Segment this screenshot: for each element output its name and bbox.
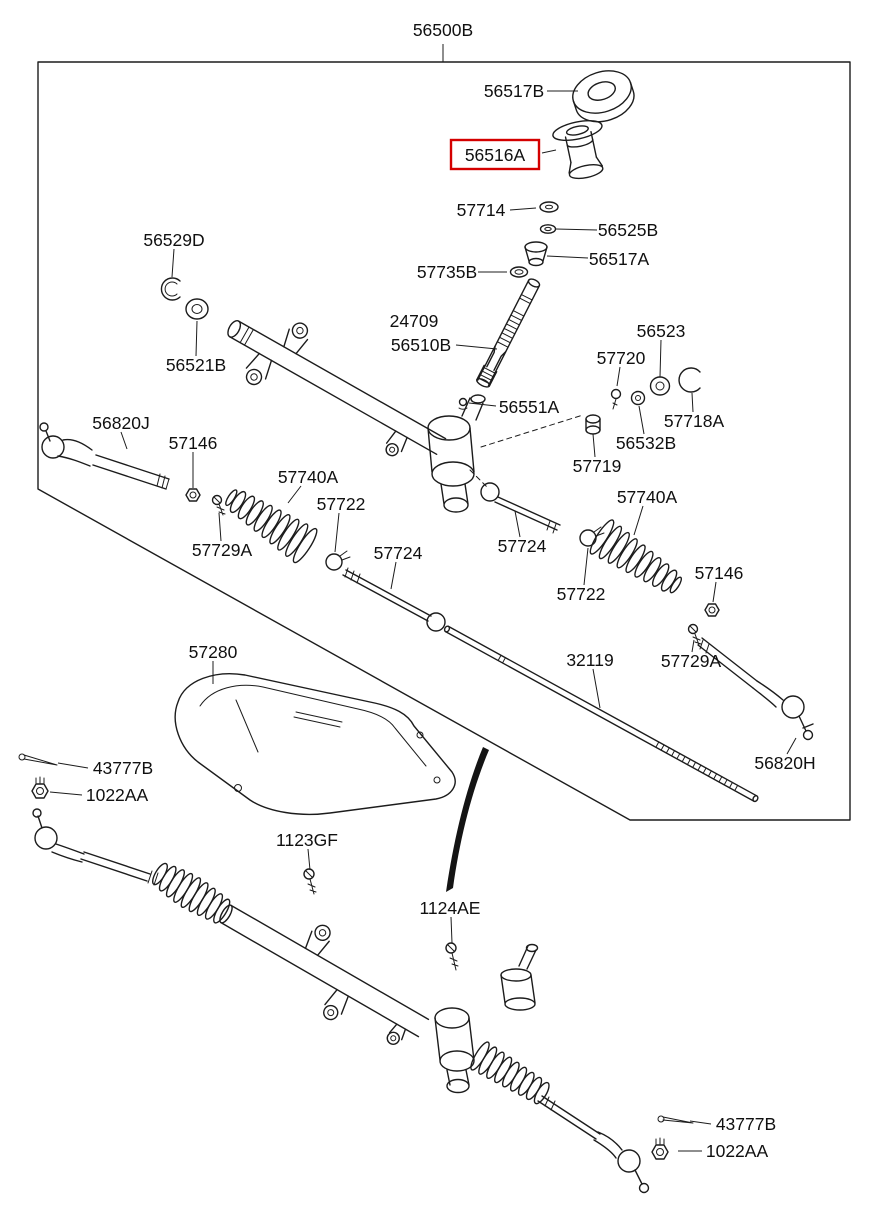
part-castle-nut-1022AA-left-drawing	[31, 776, 49, 799]
part-gear-housing-drawing	[227, 320, 447, 457]
lower-input-shaft	[500, 943, 539, 1011]
part-label-56820H[interactable]: 56820H	[754, 753, 815, 773]
part-label-43777B-left[interactable]: 43777B	[93, 758, 153, 778]
part-label-57740A-left[interactable]: 57740A	[278, 467, 339, 487]
part-label-56532B[interactable]: 56532B	[616, 433, 676, 453]
part-label-57714[interactable]: 57714	[457, 200, 506, 220]
part-grommet-56532B-drawing	[630, 390, 646, 406]
part-label-57722-left[interactable]: 57722	[317, 494, 366, 514]
part-label-57146-right[interactable]: 57146	[695, 563, 744, 583]
part-cover-56517A-drawing	[524, 241, 548, 267]
part-heat-shield-drawing	[174, 673, 456, 816]
part-label-56517A[interactable]: 56517A	[589, 249, 650, 269]
part-bolt-1123GF-drawing	[303, 868, 317, 895]
part-label-57740A-right[interactable]: 57740A	[617, 487, 678, 507]
part-screw-57729A-right-drawing	[687, 623, 702, 646]
part-pin-43777B-bottom-drawing	[657, 1115, 694, 1124]
diagram-border	[37, 44, 851, 821]
leader-lines	[49, 90, 797, 1152]
part-label-57718A[interactable]: 57718A	[664, 411, 725, 431]
part-label-56516A[interactable]: 56516A	[465, 145, 526, 165]
lower-tie-rod-right	[537, 1095, 650, 1194]
part-label-56517B[interactable]: 56517B	[484, 81, 544, 101]
part-tie-rod-right-drawing	[697, 637, 814, 741]
part-nut-57146-right-drawing	[704, 603, 720, 617]
part-label-57146-left[interactable]: 57146	[169, 433, 218, 453]
assembled-steering-gear	[32, 808, 650, 1194]
assembly-arrow	[446, 747, 489, 892]
lower-housing-tube	[219, 904, 430, 1045]
highlight-box-56516A	[449, 138, 541, 171]
part-label-57724-left[interactable]: 57724	[374, 543, 423, 563]
part-ring-56523-drawing	[649, 376, 671, 396]
lower-valve-body	[434, 1007, 475, 1094]
part-label-32119[interactable]: 32119	[566, 650, 613, 670]
part-plug-57719-drawing	[585, 414, 601, 435]
part-boot-right-drawing	[589, 519, 683, 594]
part-snap-ring-56529D-drawing	[160, 277, 181, 301]
part-label-56525B[interactable]: 56525B	[598, 220, 658, 240]
part-valve-body-drawing	[427, 394, 584, 513]
part-label-1022AA-left[interactable]: 1022AA	[86, 785, 149, 805]
part-nut-57146-left-drawing	[185, 488, 201, 502]
part-screw-57729A-left-drawing	[211, 494, 226, 516]
part-tie-rod-left-drawing	[39, 422, 170, 490]
part-label-56529D[interactable]: 56529D	[143, 230, 204, 250]
lower-tie-rod-left	[32, 808, 159, 886]
part-label-56500B[interactable]: 56500B	[413, 20, 473, 40]
part-label-57729A-right[interactable]: 57729A	[661, 651, 722, 671]
part-label-24709[interactable]: 24709	[390, 311, 439, 331]
part-input-shaft-drawing	[476, 278, 541, 388]
part-label-56523[interactable]: 56523	[637, 321, 686, 341]
part-label-57724-right[interactable]: 57724	[498, 536, 547, 556]
part-label-57720[interactable]: 57720	[597, 348, 646, 368]
part-label-56820J[interactable]: 56820J	[92, 413, 149, 433]
part-mount-bushing-drawing	[552, 119, 604, 180]
part-mount-cap-drawing	[572, 70, 635, 123]
lower-boot-left	[152, 862, 231, 924]
part-rack-bar-drawing	[443, 625, 759, 803]
lower-boot-right	[470, 1041, 550, 1105]
part-pin-43777B-left-drawing	[18, 753, 58, 766]
part-bolt-57720-drawing	[610, 388, 622, 410]
part-inner-rod-right-drawing	[480, 482, 561, 534]
part-label-56521B[interactable]: 56521B	[166, 355, 226, 375]
part-label-57280[interactable]: 57280	[189, 642, 238, 662]
part-clip-57718A-drawing	[678, 367, 701, 393]
part-label-56551A[interactable]: 56551A	[499, 397, 560, 417]
part-label-56510B[interactable]: 56510B	[391, 335, 451, 355]
part-boot-left-drawing	[225, 489, 318, 564]
part-bushing-56521B-drawing	[185, 298, 209, 320]
part-inner-rod-left-drawing	[342, 567, 446, 632]
part-label-1022AA-bottom[interactable]: 1022AA	[706, 1141, 769, 1161]
part-label-43777B-bottom[interactable]: 43777B	[716, 1114, 776, 1134]
part-labels: 56500B 56517B 56516A 57714 56525B 56517A…	[86, 20, 816, 1161]
part-castle-nut-1022AA-bottom-drawing	[651, 1137, 669, 1160]
part-seal-57735B-drawing	[509, 266, 529, 278]
part-label-57735B[interactable]: 57735B	[417, 262, 477, 282]
part-clamp-57722-left-drawing	[325, 550, 351, 571]
part-bolt-1124AE-drawing	[445, 942, 459, 971]
part-packing-56525B-drawing	[539, 224, 557, 234]
part-label-57722-right[interactable]: 57722	[557, 584, 606, 604]
part-label-1123GF[interactable]: 1123GF	[276, 830, 338, 850]
part-ball-seat-56551A-drawing	[458, 397, 468, 410]
part-label-57719[interactable]: 57719	[573, 456, 622, 476]
part-label-57729A-left[interactable]: 57729A	[192, 540, 253, 560]
part-washer-57714-drawing	[539, 201, 559, 213]
part-label-1124AE[interactable]: 1124AE	[420, 898, 481, 918]
